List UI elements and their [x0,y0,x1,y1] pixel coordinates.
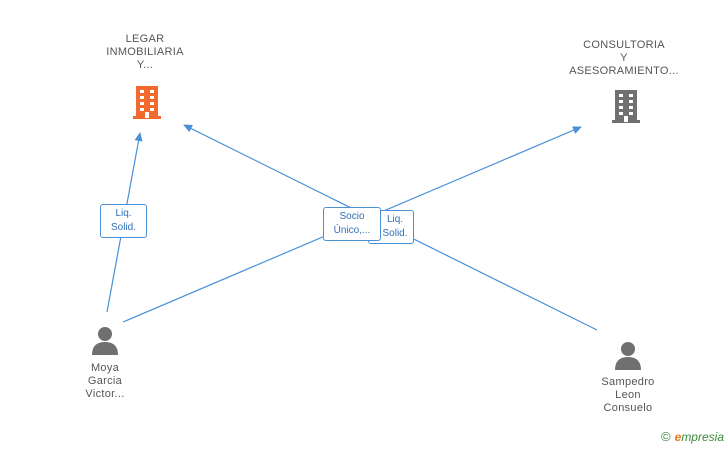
copyright-icon: © [661,429,671,444]
edge-label-line-1: Liq. [386,214,404,225]
person-label-moya[interactable]: Moya Garcia Victor... [60,362,150,401]
legar-line-2: INMOBILIARIA [106,46,184,58]
edge-label-sampedro-legar[interactable]: Socio Único,... [323,207,381,241]
person-icon[interactable] [90,325,120,355]
building-icon[interactable] [131,84,163,120]
brand-initial: e [674,429,682,444]
moya-line-1: Moya [90,362,120,374]
sampedro-line-2: Leon [615,389,641,401]
sampedro-line-3: Consuelo [603,402,653,414]
legar-line-1: LEGAR [125,33,165,45]
edge-label-line-2: Solid. [110,222,136,233]
edge-label-moya-legar[interactable]: Liq. Solid. [100,204,147,238]
building-icon[interactable] [610,88,642,124]
moya-line-3: Victor... [85,388,125,400]
legar-line-3: Y... [136,59,154,71]
consultoria-line-3: ASESORAMIENTO... [569,65,679,77]
person-label-sampedro[interactable]: Sampedro Leon Consuelo [578,376,678,415]
consultoria-line-1: CONSULTORIA [583,39,665,51]
edge-label-line-2: Único,... [333,225,371,236]
sampedro-line-1: Sampedro [601,376,655,388]
edge-label-line-1: Socio [339,211,365,222]
edge-label-line-2: Solid. [382,228,408,239]
brand-name: mpresia [681,429,724,444]
edge-label-line-1: Liq. [115,208,132,219]
person-icon[interactable] [613,340,643,370]
moya-line-2: Garcia [87,375,123,387]
company-label-consultoria[interactable]: CONSULTORIA Y ASESORAMIENTO... [566,39,682,78]
brand-footer: © empresia [661,429,724,444]
consultoria-line-2: Y [620,52,628,64]
company-label-legar[interactable]: LEGAR INMOBILIARIA Y... [95,33,195,72]
brand-logo[interactable]: empresia [675,430,724,444]
